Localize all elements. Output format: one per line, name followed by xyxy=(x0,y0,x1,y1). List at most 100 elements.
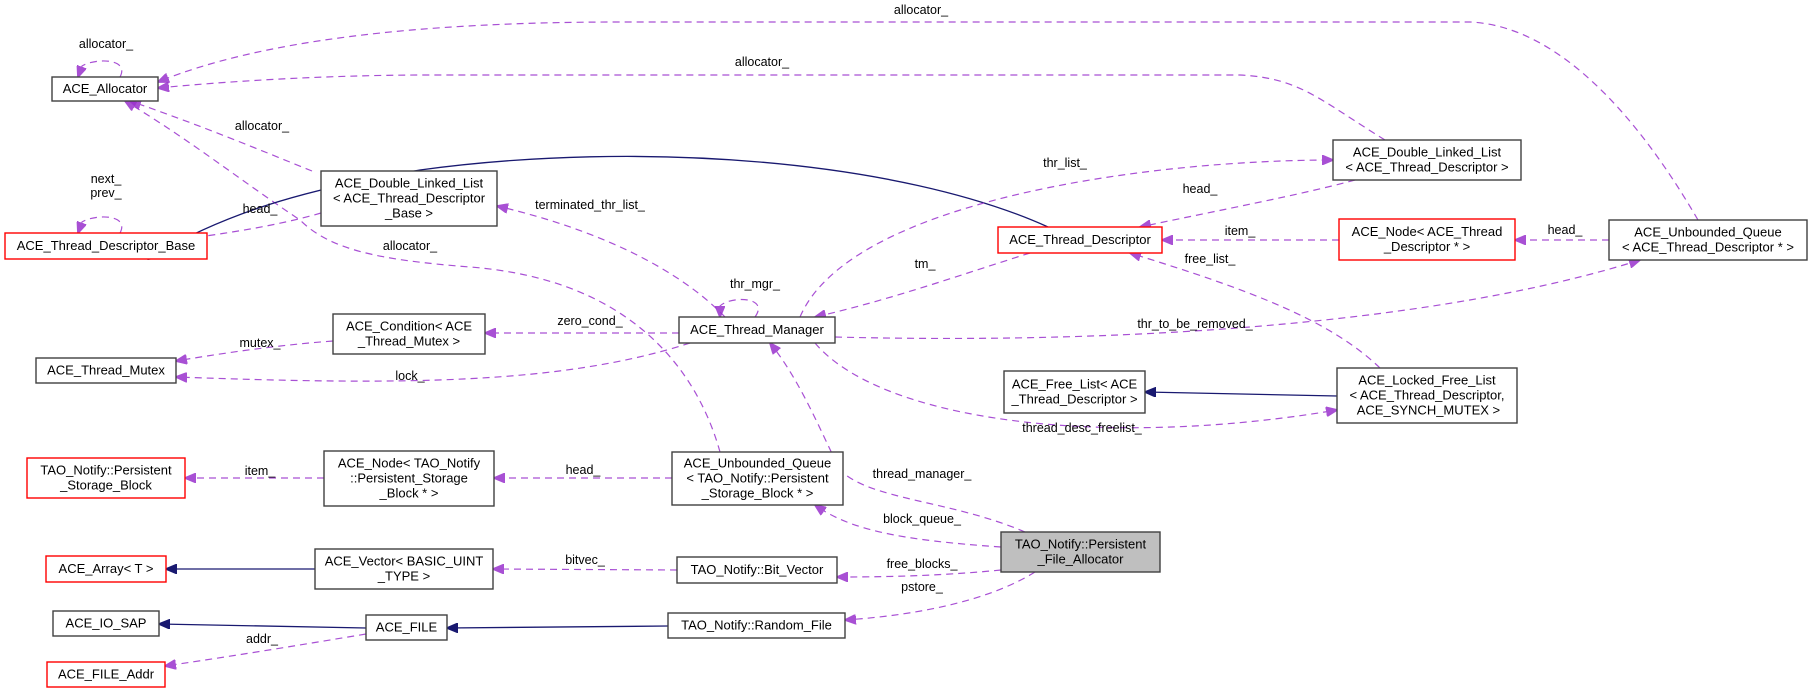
edge-label: terminated_thr_list_ xyxy=(535,198,646,212)
class-node-box xyxy=(332,313,486,355)
edge-label: thread_manager_ xyxy=(873,467,973,481)
edge-label: thread_desc_freelist_ xyxy=(1022,421,1143,435)
usage-edge-ace_thread_manager-to-dll_thread_descriptor_base xyxy=(497,206,726,318)
class-node-ace-thread-descriptor[interactable]: ACE_Thread_Descriptor xyxy=(997,226,1163,254)
class-node-label: ACE_Node< ACE_Thread_Descriptor * > xyxy=(1352,224,1503,254)
class-node-box xyxy=(1003,370,1146,414)
class-node-label: TAO_Notify::Persistent_Storage_Block xyxy=(40,463,172,493)
class-node-ace-node-storage-block[interactable]: ACE_Node< TAO_Notify::Persistent_Storage… xyxy=(323,450,495,507)
class-node-label: ACE_Locked_Free_List< ACE_Thread_Descrip… xyxy=(1350,373,1505,418)
class-node-label: ACE_Condition< ACE_Thread_Mutex > xyxy=(346,319,472,349)
class-node-ace-condition[interactable]: ACE_Condition< ACE_Thread_Mutex > xyxy=(332,313,486,355)
class-node-label: ACE_FILE_Addr xyxy=(58,667,155,682)
class-node-ace-thread-manager[interactable]: ACE_Thread_Manager xyxy=(678,316,836,344)
usage-edge-dll_thread_descriptor-to-ace_thread_descriptor xyxy=(1140,179,1356,227)
edge-label: item_ xyxy=(245,464,277,478)
class-node-label: ACE_Unbounded_Queue< ACE_Thread_Descript… xyxy=(1622,225,1794,255)
class-node-label: ACE_Thread_Mutex xyxy=(47,363,165,378)
class-node-persistent-file-allocator[interactable]: TAO_Notify::Persistent_File_Allocator xyxy=(1000,531,1161,573)
inheritance-edge-locked_free_list-to-ace_free_list xyxy=(1145,392,1338,396)
class-node-label: TAO_Notify::Random_File xyxy=(681,618,832,633)
class-node-box xyxy=(365,614,448,641)
class-node-box xyxy=(997,226,1163,254)
class-node-box xyxy=(1332,139,1522,181)
edge-label: bitvec_ xyxy=(565,553,606,567)
class-node-box xyxy=(26,457,186,499)
class-node-unbounded-queue-storage-block[interactable]: ACE_Unbounded_Queue< TAO_Notify::Persist… xyxy=(671,451,844,506)
edge-label: pstore_ xyxy=(901,580,944,594)
class-node-label: ACE_Array< T > xyxy=(59,561,154,576)
class-node-ace-thread-mutex[interactable]: ACE_Thread_Mutex xyxy=(35,357,177,384)
class-node-dll-thread-descriptor[interactable]: ACE_Double_Linked_List< ACE_Thread_Descr… xyxy=(1332,139,1522,181)
class-node-label: ACE_Double_Linked_List< ACE_Thread_Descr… xyxy=(333,176,486,221)
edge-label: thr_list_ xyxy=(1043,156,1088,170)
usage-edge-ace_thread_descriptor-to-ace_thread_manager xyxy=(815,252,1031,317)
class-node-box xyxy=(676,556,838,584)
class-node-ace-allocator[interactable]: ACE_Allocator xyxy=(51,76,159,102)
edge-label: allocator_ xyxy=(894,3,949,17)
usage-edge-persistent_file_allocator-to-bit_vector xyxy=(837,569,1002,577)
class-node-bit-vector[interactable]: TAO_Notify::Bit_Vector xyxy=(676,556,838,584)
class-node-dll-thread-descriptor-base[interactable]: ACE_Double_Linked_List< ACE_Thread_Descr… xyxy=(320,170,498,227)
usage-edge-ace_condition-to-ace_thread_mutex xyxy=(176,340,334,361)
edge-label: next_prev_ xyxy=(90,172,122,200)
class-node-label: ACE_IO_SAP xyxy=(66,616,147,631)
inheritance-edge-random_file-to-ace_file xyxy=(447,626,669,628)
class-node-ace-thread-descriptor-base[interactable]: ACE_Thread_Descriptor_Base xyxy=(4,232,208,260)
class-node-ace-node-thread-descriptor[interactable]: ACE_Node< ACE_Thread_Descriptor * > xyxy=(1338,218,1516,261)
class-node-label: ACE_Double_Linked_List< ACE_Thread_Descr… xyxy=(1345,145,1508,175)
edge-labels-layer: allocator_ allocator_ allocator_ allocator_… xyxy=(79,3,1584,646)
edge-label: allocator_ xyxy=(235,119,290,133)
edge-label: free_blocks_ xyxy=(887,557,959,571)
class-node-unbounded-queue-thread-descriptor[interactable]: ACE_Unbounded_Queue< ACE_Thread_Descript… xyxy=(1608,219,1808,261)
class-node-box xyxy=(667,612,846,639)
usage-edge-dll_thread_descriptor-to-ace_allocator xyxy=(158,74,1386,141)
edge-label: lock_ xyxy=(395,369,425,383)
edge-label: allocator_ xyxy=(79,37,134,51)
class-node-locked-free-list[interactable]: ACE_Locked_Free_List< ACE_Thread_Descrip… xyxy=(1336,367,1518,424)
usage-edge-ace_file-to-ace_file_addr xyxy=(165,633,367,666)
class-node-ace-array[interactable]: ACE_Array< T > xyxy=(45,555,167,583)
edge-label: zero_cond_ xyxy=(557,314,623,328)
edge-label: free_list_ xyxy=(1185,252,1237,266)
edge-label: head_ xyxy=(1183,182,1219,196)
class-node-box xyxy=(1336,367,1518,424)
nodes-layer: ACE_AllocatorACE_Thread_Descriptor_BaseA… xyxy=(4,76,1808,688)
class-node-label: ACE_Node< TAO_Notify::Persistent_Storage… xyxy=(338,456,481,501)
class-node-ace-vector[interactable]: ACE_Vector< BASIC_UINT_TYPE > xyxy=(314,548,494,590)
class-node-label: ACE_Free_List< ACE_Thread_Descriptor > xyxy=(1010,377,1137,407)
class-node-box xyxy=(46,661,166,688)
usage-edge-unbounded_queue_storage_block-to-ace_allocator xyxy=(125,101,721,453)
edge-label: thr_mgr_ xyxy=(730,277,781,291)
usage-edge-persistent_file_allocator-to-random_file xyxy=(845,571,1036,620)
edge-label: block_queue_ xyxy=(883,512,962,526)
class-node-ace-io-sap[interactable]: ACE_IO_SAP xyxy=(52,610,160,637)
class-node-box xyxy=(1608,219,1808,261)
usage-edge-ace_thread_manager-to-unbounded_queue_thread_descriptor xyxy=(834,260,1640,340)
usage-edge-unbounded_queue_thread_descriptor-to-ace_allocator xyxy=(158,21,1699,221)
class-node-box xyxy=(323,450,495,507)
class-node-label: ACE_Allocator xyxy=(63,81,148,96)
class-node-label: ACE_Vector< BASIC_UINT_TYPE > xyxy=(325,554,484,584)
edge-label: allocator_ xyxy=(735,55,790,69)
class-node-ace-free-list[interactable]: ACE_Free_List< ACE_Thread_Descriptor > xyxy=(1003,370,1146,414)
class-node-label: ACE_Thread_Descriptor xyxy=(1009,232,1151,247)
edge-label: addr_ xyxy=(246,632,279,646)
edge-label: allocator_ xyxy=(383,239,438,253)
class-node-box xyxy=(678,316,836,344)
class-node-ace-file-addr[interactable]: ACE_FILE_Addr xyxy=(46,661,166,688)
edges-layer xyxy=(78,21,1699,666)
class-node-random-file[interactable]: TAO_Notify::Random_File xyxy=(667,612,846,639)
class-node-persistent-storage-block[interactable]: TAO_Notify::Persistent_Storage_Block xyxy=(26,457,186,499)
class-node-box xyxy=(314,548,494,590)
inheritance-edge-ace_file-to-ace_io_sap xyxy=(159,624,367,628)
class-node-box xyxy=(35,357,177,384)
edge-label: head_ xyxy=(1548,223,1584,237)
class-node-ace-file[interactable]: ACE_FILE xyxy=(365,614,448,641)
edge-label: tm_ xyxy=(915,257,937,271)
edge-label: head_ xyxy=(566,463,602,477)
class-node-label: TAO_Notify::Bit_Vector xyxy=(691,562,824,577)
usage-edge-ace_thread_descriptor_base-to-ace_thread_descriptor_base xyxy=(78,216,123,233)
class-node-label: ACE_Thread_Descriptor_Base xyxy=(17,238,195,253)
